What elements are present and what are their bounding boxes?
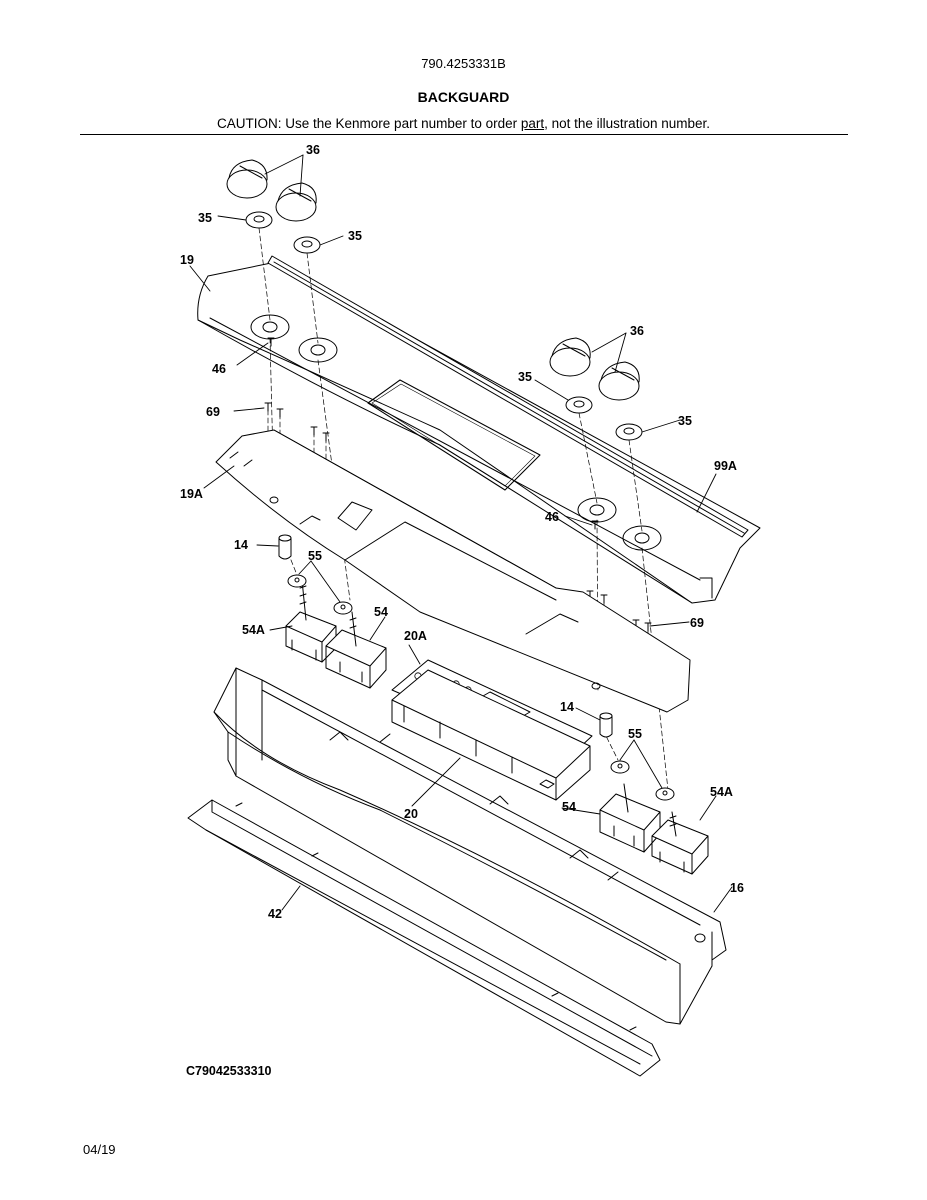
callout-46-right: 46 xyxy=(545,510,559,524)
callout-69-right: 69 xyxy=(690,616,704,630)
insulators-55 xyxy=(287,574,675,801)
callout-55-left: 55 xyxy=(308,549,322,563)
callout-20a: 20A xyxy=(404,629,427,643)
mounting-bracket-19a xyxy=(215,429,691,713)
callout-35-right-top: 35 xyxy=(518,370,532,384)
callout-35-right-bottom: 35 xyxy=(678,414,692,428)
switch-54a-left xyxy=(285,579,337,663)
caution-suffix: , not the illustration number. xyxy=(544,116,710,131)
model-number: 790.4253331B xyxy=(421,56,506,71)
callout-36-right: 36 xyxy=(630,324,644,338)
control-panel-19 xyxy=(197,261,761,604)
switch-54-right xyxy=(599,783,661,853)
caution-part-link[interactable]: part xyxy=(520,116,545,131)
callout-46-left: 46 xyxy=(212,362,226,376)
callout-14-right: 14 xyxy=(560,700,574,714)
switch-54a-right xyxy=(651,811,709,875)
caution-prefix: CAUTION: Use the Kenmore part number to … xyxy=(217,116,521,131)
leader-lines xyxy=(189,154,733,913)
header-divider xyxy=(80,134,848,135)
callout-55-right: 55 xyxy=(628,727,642,741)
knob-36-right-1 xyxy=(549,337,591,377)
rear-frame-16 xyxy=(213,667,727,1025)
knob-36-left-2 xyxy=(275,182,317,222)
lower-trim-42 xyxy=(187,799,661,1077)
section-title: BACKGUARD xyxy=(417,89,510,105)
callout-19: 19 xyxy=(180,253,194,267)
switch-54-left xyxy=(325,611,387,689)
sockets-14 xyxy=(278,534,613,738)
revision-date: 04/19 xyxy=(83,1142,116,1157)
callout-69-left: 69 xyxy=(206,405,220,419)
bezels-35 xyxy=(245,211,643,441)
callout-35-left-bottom: 35 xyxy=(348,229,362,243)
callout-19a: 19A xyxy=(180,487,203,501)
callout-labels: 36 35 35 19 46 69 19A 14 55 54A 54 20A 2… xyxy=(180,143,744,921)
callout-54a-left: 54A xyxy=(242,623,265,637)
drawing-id: C79042533310 xyxy=(186,1064,272,1078)
caution-note: CAUTION: Use the Kenmore part number to … xyxy=(0,116,927,131)
callout-35-left-top: 35 xyxy=(198,211,212,225)
callout-54-right: 54 xyxy=(562,800,576,814)
callout-42: 42 xyxy=(268,907,282,921)
electronic-control-20 xyxy=(391,669,591,801)
knob-36-left-1 xyxy=(226,159,268,199)
callout-36-left: 36 xyxy=(306,143,320,157)
callout-16: 16 xyxy=(730,881,744,895)
callout-54a-right: 54A xyxy=(710,785,733,799)
knob-36-right-2 xyxy=(598,361,640,401)
callout-99a: 99A xyxy=(714,459,737,473)
screws-69 xyxy=(264,402,652,632)
callout-14-left: 14 xyxy=(234,538,248,552)
callout-20: 20 xyxy=(404,807,418,821)
callout-54-left: 54 xyxy=(374,605,388,619)
pins-46 xyxy=(267,337,599,530)
trim-strip-99a xyxy=(267,255,749,538)
